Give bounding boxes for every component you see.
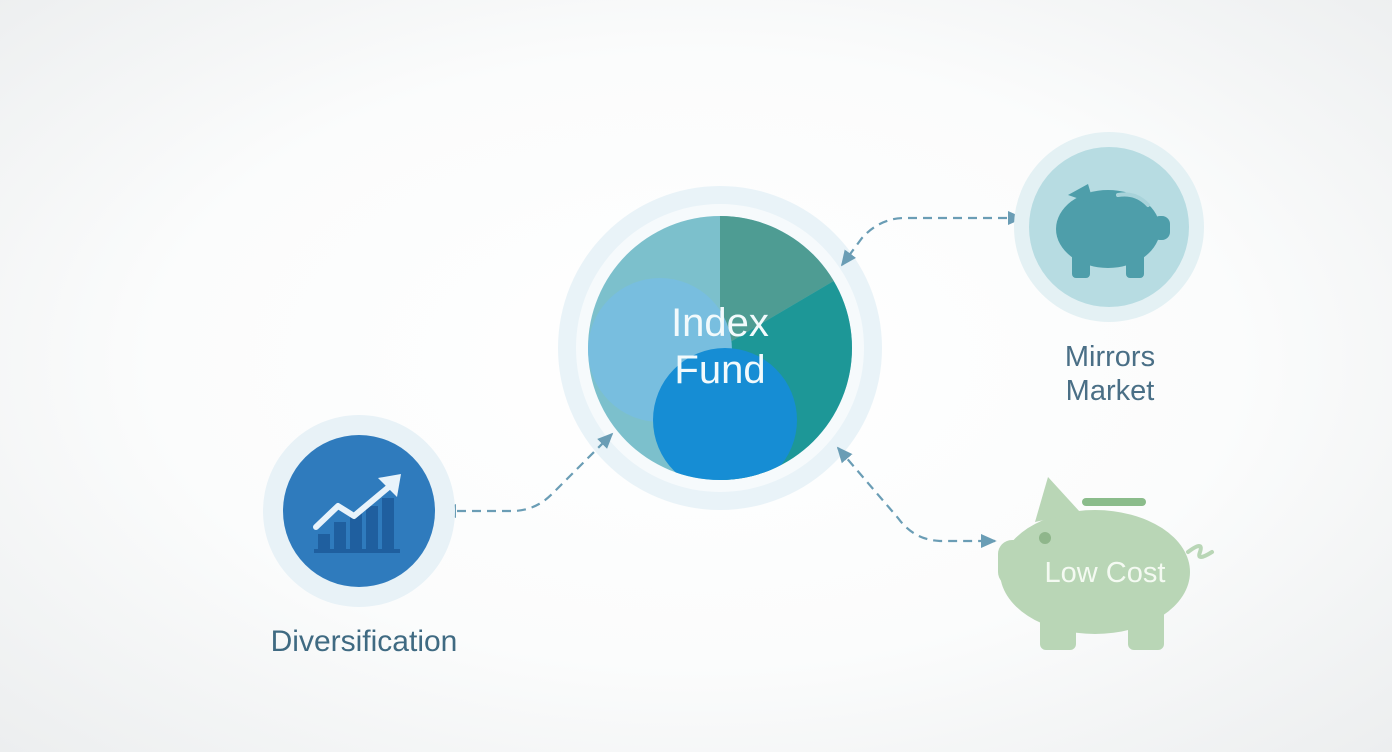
mirrors-market-label: Mirrors Market — [1000, 340, 1220, 408]
low-cost-label: Low Cost — [1044, 557, 1166, 589]
mirrors-market-label-line1: Mirrors — [1064, 341, 1156, 373]
chart-growth-icon — [313, 474, 401, 553]
mirrors-market-node — [1014, 132, 1204, 322]
index-fund-pie — [588, 216, 852, 480]
index-fund-node — [558, 186, 882, 510]
low-cost-node — [998, 477, 1214, 650]
index-fund-label: Index Fund — [600, 300, 840, 394]
index-fund-label-line2: Fund — [674, 348, 766, 393]
mirrors-market-label-line2: Market — [1065, 375, 1155, 408]
diversification-label: Diversification — [270, 625, 458, 658]
index-fund-label-line1: Index — [671, 301, 769, 345]
pie-overlay-blue — [653, 348, 797, 480]
connector-diversification — [440, 432, 614, 519]
connector-mirrors-market — [840, 210, 1024, 267]
piggy-bank-icon — [1056, 184, 1170, 278]
connector-low-cost — [836, 446, 997, 549]
diversification-node — [263, 415, 455, 607]
piggy-bank-icon — [998, 477, 1214, 650]
connectors — [440, 210, 1024, 549]
